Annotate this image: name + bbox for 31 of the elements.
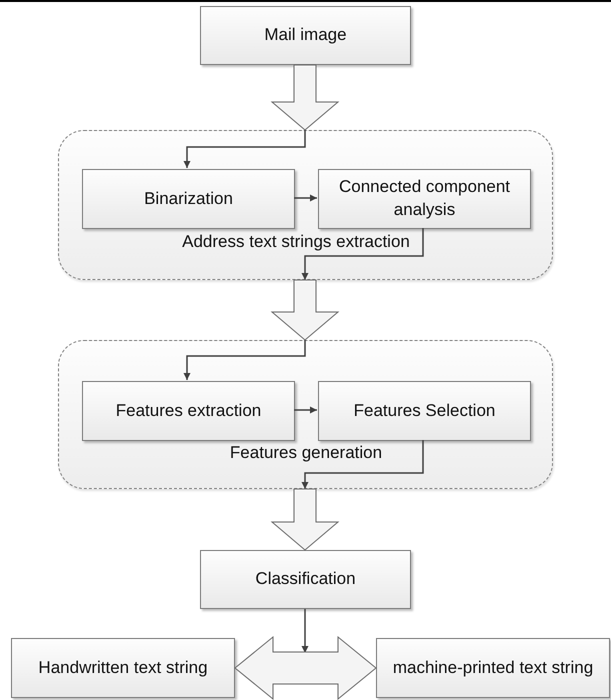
box-label: Features Selection <box>354 400 496 422</box>
block-arrow <box>270 64 340 131</box>
box-label: Connected component analysis <box>338 176 512 221</box>
group-container <box>58 130 553 280</box>
group-label: Address text strings extraction <box>182 232 410 252</box>
process-box <box>200 550 411 609</box>
arrow <box>294 194 317 202</box>
process-box <box>82 169 295 229</box>
arrow <box>302 609 308 653</box>
process-box <box>11 638 235 698</box>
group-label: Features generation <box>230 443 382 464</box>
group-container <box>58 340 553 489</box>
box-label: Binarization <box>144 188 233 210</box>
arrow <box>302 440 424 489</box>
block-arrow <box>270 488 340 551</box>
process-box <box>200 6 411 65</box>
box-label: machine-printed text string <box>392 656 594 679</box>
block-arrow <box>270 280 340 341</box>
box-label: Classification <box>255 568 356 590</box>
box-label: Features extraction <box>116 400 262 422</box>
arrow <box>302 228 424 280</box>
arrow <box>184 130 306 168</box>
process-box <box>318 381 531 441</box>
arrow <box>294 406 317 414</box>
box-label: Handwritten text string <box>38 656 208 679</box>
process-box <box>82 381 295 441</box>
double-block-arrow <box>234 636 377 700</box>
arrow <box>184 340 306 380</box>
process-box <box>376 638 610 698</box>
box-label: Mail image <box>264 24 347 46</box>
process-box <box>318 169 531 229</box>
